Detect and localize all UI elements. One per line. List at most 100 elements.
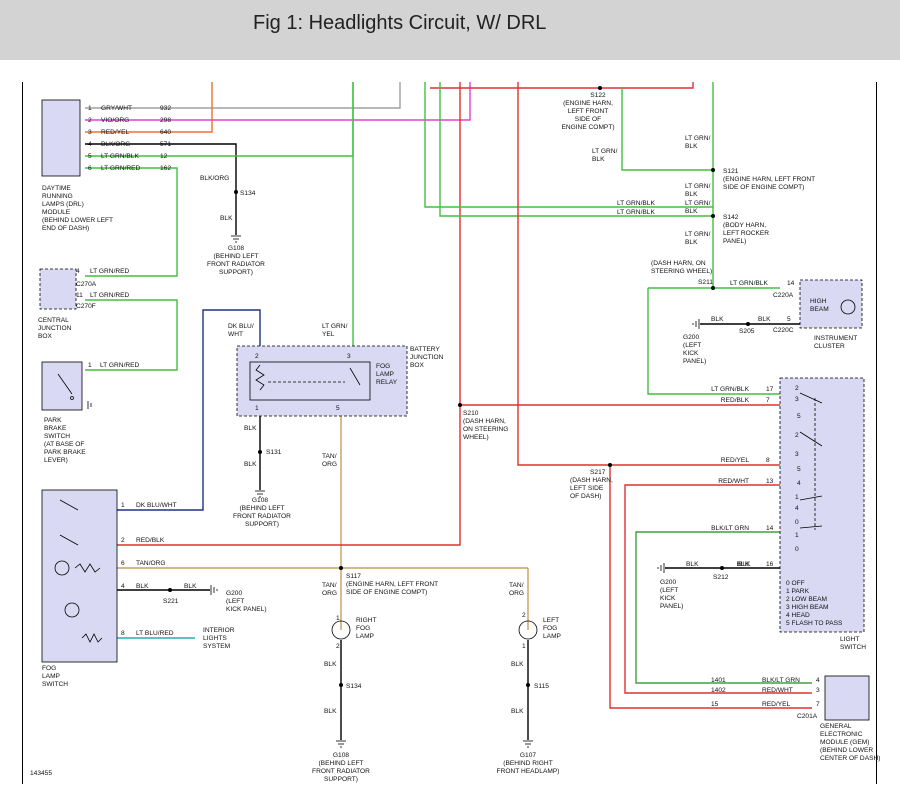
splice-dot-s134-bot	[339, 683, 343, 687]
gem-wire: BLK/LT GRN	[762, 677, 800, 684]
ground-label-g107: G107	[520, 752, 536, 759]
ground-location-g108: (BEHIND LEFT	[239, 505, 284, 512]
light-switch-position-legend: 1 PARK	[786, 588, 810, 595]
light-switch-pin: 13	[766, 478, 774, 485]
light-switch-wire: RED/WHT	[718, 478, 749, 485]
relay-wire-in-ltgrn: LT GRN/	[322, 323, 348, 330]
right-lamp-pin: 1	[336, 615, 340, 622]
light-switch-contact-label: 2	[795, 432, 799, 439]
splice-label-s117: S117	[346, 573, 361, 580]
splice-dot-s117	[339, 566, 343, 570]
wire-ltgrn-red-drl	[85, 167, 178, 277]
wire-red-yel-gem	[609, 465, 812, 709]
relay-pin: 2	[255, 353, 259, 360]
drl-wire-color: LT GRN/RED	[101, 165, 141, 172]
light-switch-label: SWITCH	[840, 644, 866, 651]
drl-circuit-number: 162	[160, 165, 171, 172]
ground-location-g108: FRONT RADIATOR	[233, 513, 291, 520]
ground-location-g200: KICK	[660, 595, 676, 602]
splice-label-s205: S205	[739, 328, 755, 335]
park-brake-label: SWITCH	[44, 433, 70, 440]
drl-circuit-number: 12	[160, 153, 168, 160]
cluster-wire-blk: BLK	[711, 316, 724, 323]
cluster-pin: 5	[787, 316, 791, 323]
gem-wire: RED/YEL	[762, 701, 791, 708]
left-lamp-wire-in: ORG	[509, 590, 524, 597]
splice-location-s217: LEFT SIDE	[570, 485, 604, 492]
drl-module-label: MODULE	[42, 209, 71, 216]
light-switch-contact-label: 3	[795, 451, 799, 458]
wire-ltgrn-red-cjb	[85, 299, 178, 371]
ground-symbol-g108-bot	[336, 740, 346, 748]
light-switch-pin: 17	[766, 386, 774, 393]
ground-symbol-g107	[523, 740, 533, 748]
ground-location-g108: (BEHIND LEFT	[318, 760, 363, 767]
splice-label-s217: S217	[590, 469, 606, 476]
cjb-label: BOX	[38, 333, 53, 340]
light-switch-wire-blk: BLK	[738, 561, 751, 568]
gem-connector: C201A	[797, 713, 818, 720]
left-lamp-pin: 2	[522, 612, 526, 619]
light-switch-position-legend: 2 LOW BEAM	[786, 596, 827, 603]
right-lamp-pin: 2	[336, 643, 340, 650]
wire-label-ltgrn-blk: BLK	[592, 156, 605, 163]
ground-location-g200: (LEFT	[660, 587, 678, 594]
fog-switch-wire-blk: BLK	[184, 583, 197, 590]
splice-label-s121: S121	[723, 168, 739, 175]
drl-wire-color: RED/YEL	[101, 129, 130, 136]
left-fog-lamp	[518, 620, 538, 640]
relay-wire-blk: BLK	[244, 425, 257, 432]
light-switch-wire: BLK/LT GRN	[711, 525, 749, 532]
cluster-wire: BLK	[758, 316, 771, 323]
park-brake-label: LEVER)	[44, 457, 68, 464]
gem-label: GENERAL	[820, 723, 852, 730]
relay-wire-tan-org: ORG	[322, 461, 337, 468]
drl-module-label: DAYTIME	[42, 185, 71, 192]
wire-ltgrn-blk-s121b	[439, 82, 713, 217]
wire-label-ltgrn-blk: LT GRN/	[685, 183, 711, 190]
fog-lamp-relay	[249, 361, 371, 401]
cjb-pin: 4	[76, 268, 80, 275]
ground-symbol-g108-relay	[255, 490, 265, 498]
fog-switch-wire: LT BLU/RED	[136, 630, 174, 637]
ground-location-g108: SUPPORT)	[219, 269, 253, 276]
left-fog-lamp-label: LEFT	[543, 617, 559, 624]
right-lamp-wire-blk: BLK	[324, 708, 337, 715]
park-brake-label: BRAKE	[44, 425, 67, 432]
wire-dk-blu-wht	[85, 309, 261, 511]
gem-label: MODULE (GEM)	[820, 739, 869, 746]
ground-symbol-g200-fog	[210, 585, 218, 595]
instrument-cluster-label: INSTRUMENT	[814, 335, 857, 342]
light-switch-contact-label: 0	[795, 519, 799, 526]
light-switch-contact-label: 5	[797, 466, 801, 473]
right-fog-lamp-label: LAMP	[356, 633, 375, 640]
fog-switch-label: FOG	[42, 665, 56, 672]
ground-location-g107: FRONT HEADLAMP)	[497, 768, 560, 775]
fog-relay-label: FOG	[376, 363, 390, 370]
drl-circuit-number: 298	[160, 117, 171, 124]
drl-pin-number: 5	[88, 153, 92, 160]
fog-switch-pin: 2	[121, 537, 125, 544]
right-lamp-wire-in: TAN/	[322, 582, 337, 589]
cjb-wire: LT GRN/RED	[90, 268, 130, 275]
interior-lights-label: INTERIOR	[203, 627, 235, 634]
title-bar: Fig 1: Headlights Circuit, W/ DRL	[0, 0, 900, 60]
wire-ltgrn-blk-vert1	[621, 88, 713, 171]
fog-switch-wire: BLK	[136, 583, 149, 590]
splice-dot-s221	[168, 588, 172, 592]
wire-blk-ltgrn-ls14	[635, 531, 812, 684]
drl-module	[41, 99, 81, 177]
figure-id: 143455	[30, 770, 52, 777]
light-switch-position-legend: 3 HIGH BEAM	[786, 604, 829, 611]
splice-location-s210: (DASH HARN,	[463, 418, 506, 425]
instrument-cluster-label: CLUSTER	[814, 343, 845, 350]
high-beam-label: HIGH	[810, 298, 827, 305]
left-lamp-wire-blk: BLK	[511, 708, 524, 715]
gem-pin: 3	[816, 687, 820, 694]
splice-label-s134: S134	[346, 683, 362, 690]
diagram-frame	[22, 82, 877, 784]
splice-label-s211: S211	[698, 279, 713, 286]
fog-switch-pin: 4	[121, 583, 125, 590]
wire-ltgrn-blk-s121	[424, 82, 713, 208]
drl-circuit-number: 932	[160, 105, 171, 112]
